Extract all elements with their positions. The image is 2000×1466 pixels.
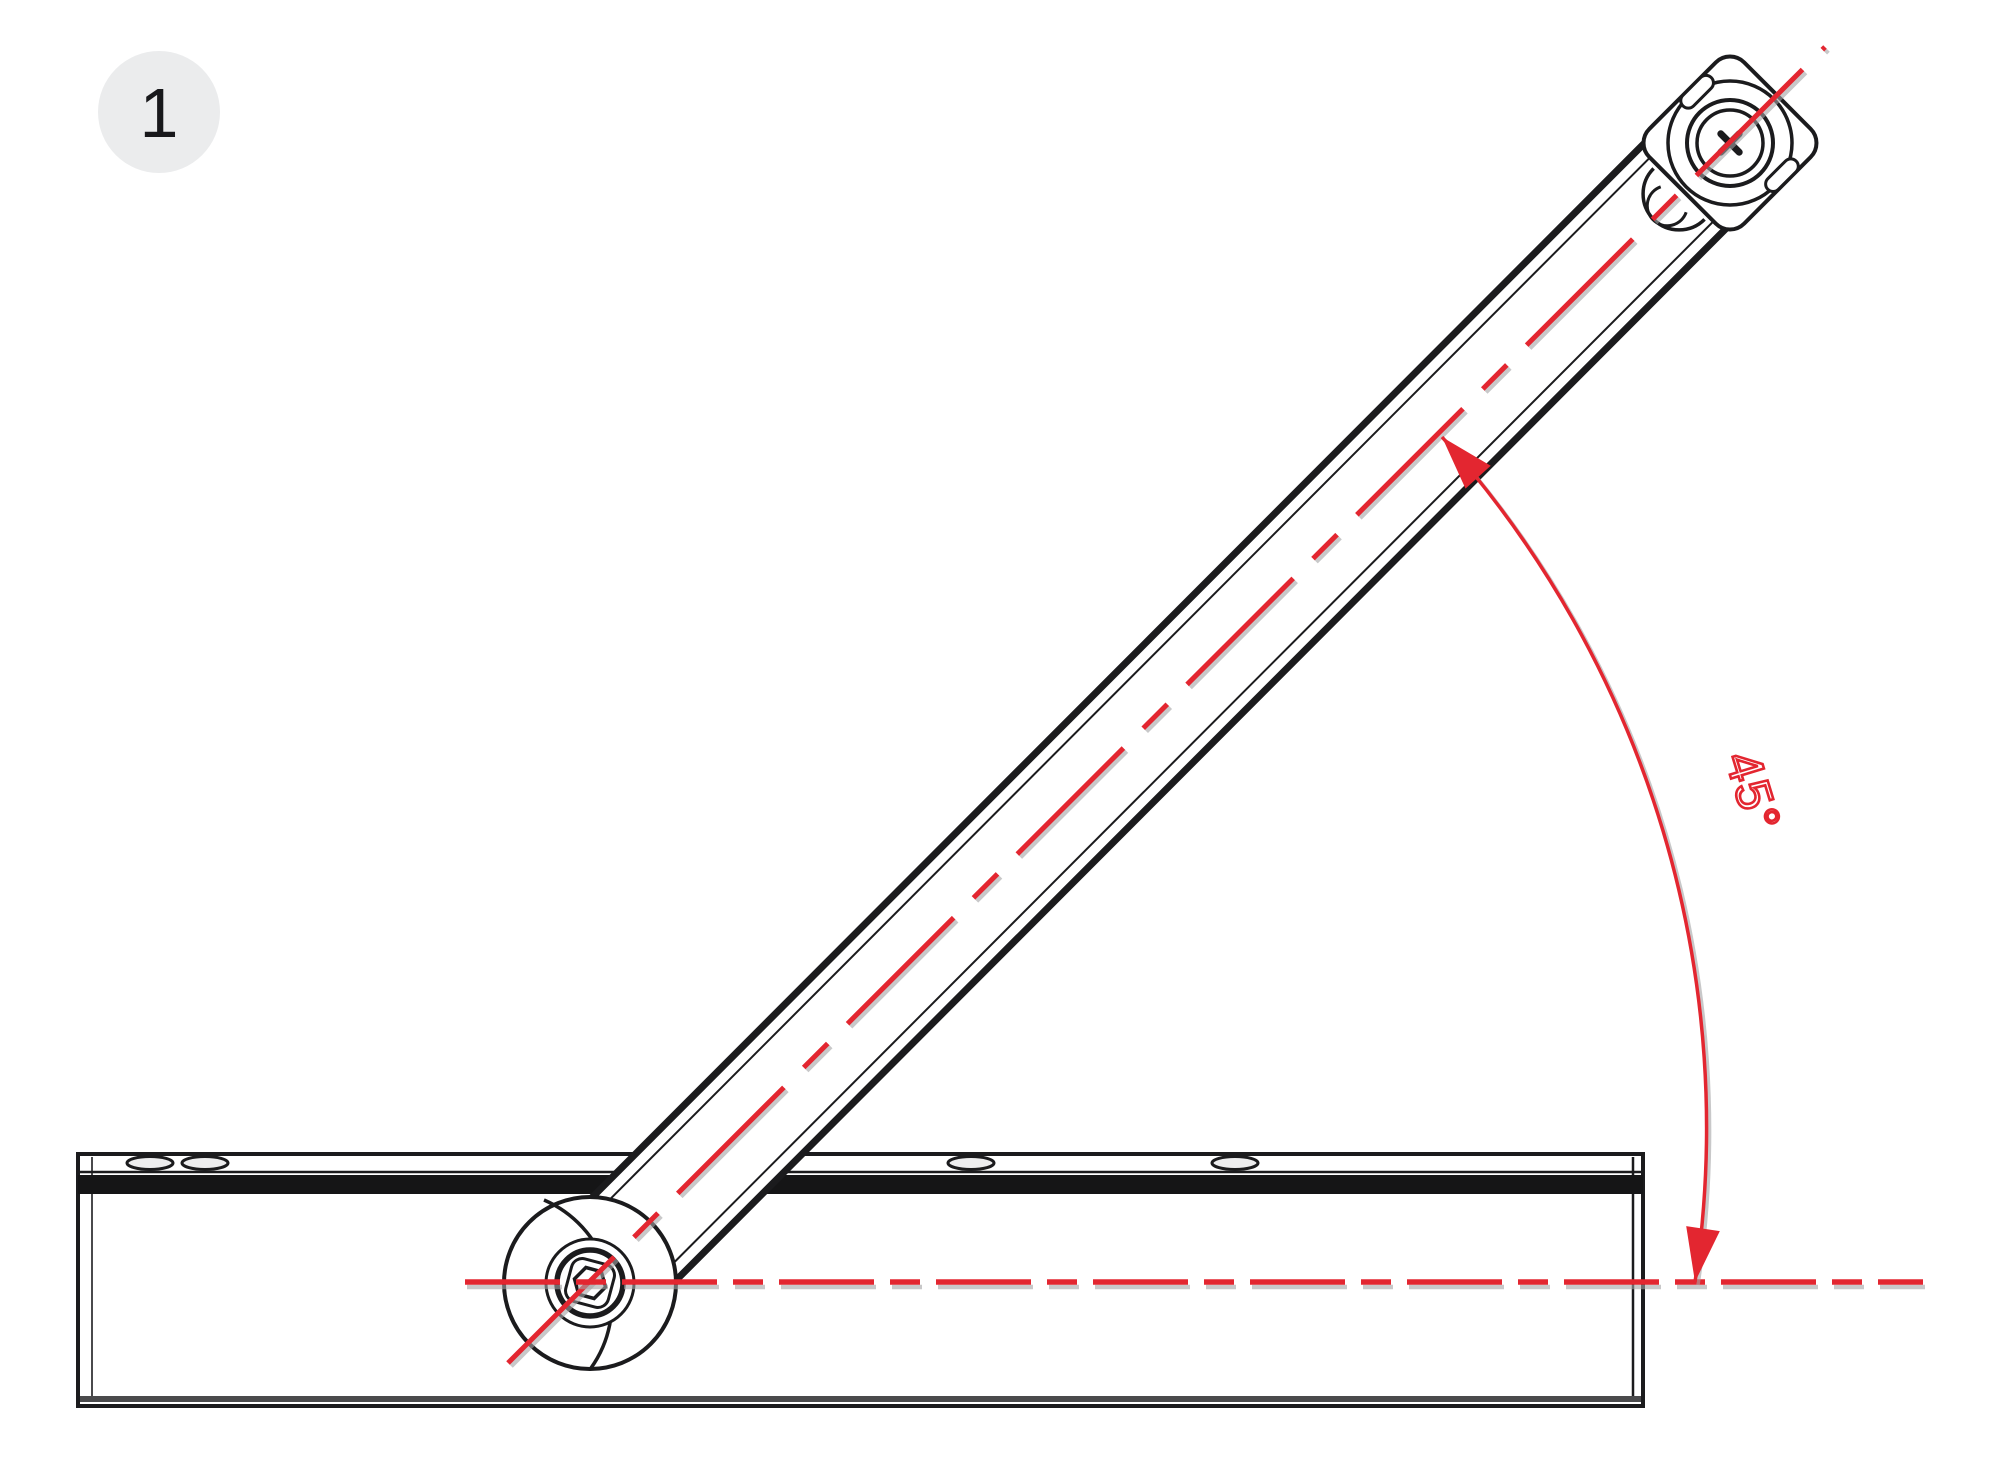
- angle-label: 45°: [1714, 745, 1791, 839]
- rail-top-channel-bar: [78, 1175, 1643, 1194]
- arm-inner-edge-line: [606, 157, 1651, 1203]
- step-number-badge: 1: [98, 51, 220, 173]
- bracket-slot: [1764, 157, 1800, 194]
- arc-arrowhead-top: [1442, 437, 1491, 489]
- arm-centerline-shadow: [509, 48, 1830, 1368]
- arm-centerline: [506, 45, 1830, 1368]
- rail-slot-hole: [1210, 1155, 1260, 1171]
- arc-arrowhead-bottom: [1686, 1226, 1720, 1282]
- rail-slot-hole: [180, 1155, 230, 1171]
- rail-slot-hole: [125, 1155, 175, 1171]
- arm-centerline-dashdot: [506, 45, 1827, 1365]
- bracket-slot: [1679, 73, 1715, 110]
- dimension-arc: [1440, 435, 1709, 1283]
- horizontal-centerline: [465, 1279, 1925, 1290]
- rail-slot-hole: [946, 1155, 996, 1171]
- step-number: 1: [140, 74, 179, 152]
- badge-circle: [98, 51, 220, 173]
- arm-inner-edge-line: [670, 220, 1715, 1266]
